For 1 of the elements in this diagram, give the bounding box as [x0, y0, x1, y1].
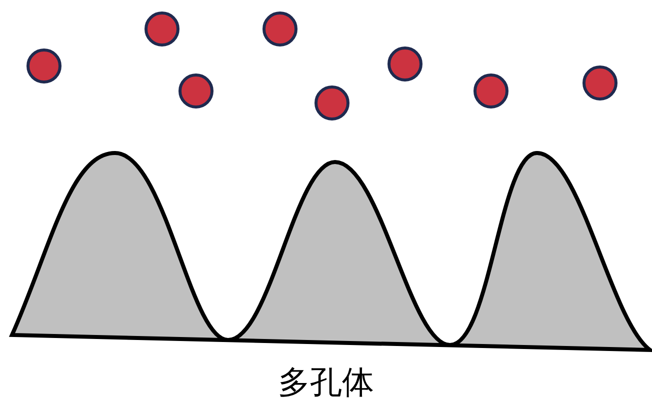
caption-text: 多孔体: [278, 362, 374, 402]
